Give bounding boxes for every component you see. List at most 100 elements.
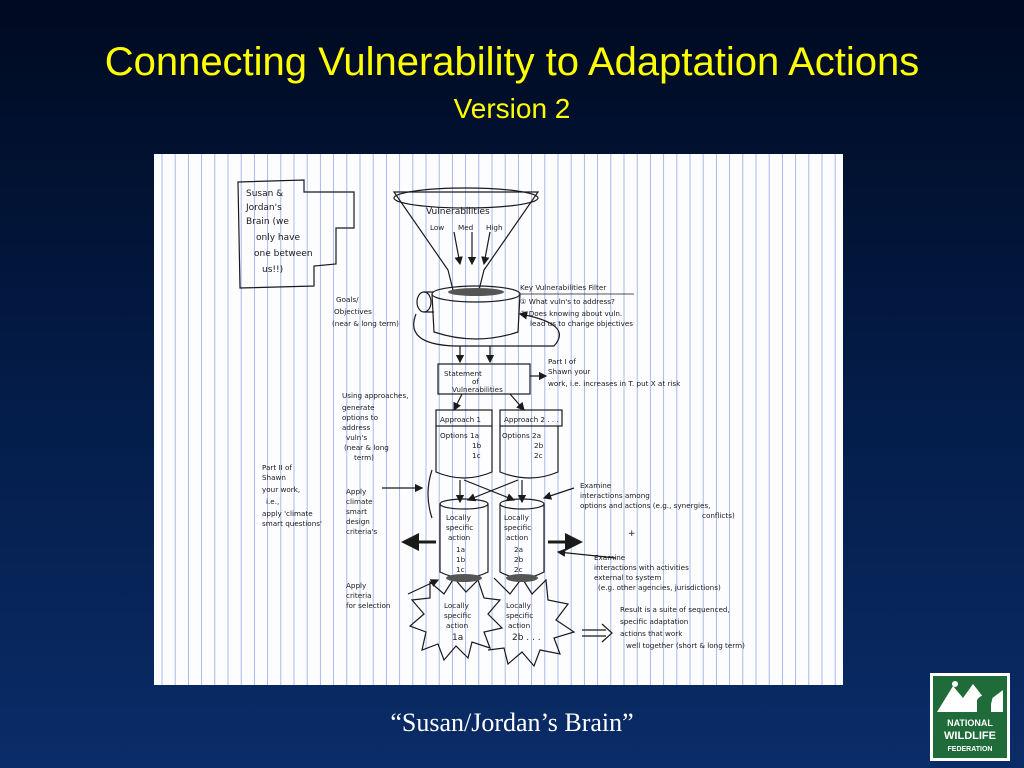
- slide-caption: “Susan/Jordan’s Brain”: [0, 708, 1024, 738]
- part2-line: your work,: [262, 485, 300, 494]
- apply-smart-line: climate: [346, 497, 373, 506]
- local1-line: specific: [446, 523, 473, 532]
- funnel-level-high: High: [486, 223, 503, 232]
- result-line: actions that work: [620, 629, 683, 638]
- deer-icon: [933, 676, 1007, 716]
- burst2-line: Locally: [506, 601, 532, 610]
- part1-line: Part I of: [548, 357, 576, 366]
- nwf-logo: NATIONAL WILDLIFE FEDERATION: [930, 673, 1010, 761]
- approach1-label: Approach 1: [440, 415, 481, 424]
- plus-sign: +: [628, 529, 636, 539]
- examine-ext-line: interactions with activities: [594, 563, 689, 572]
- examine-external-text: Examine interactions with activities ext…: [594, 553, 721, 592]
- options1-line: 1b: [472, 441, 482, 450]
- apply-criteria-line: for selection: [346, 601, 390, 610]
- logo-line-1: NATIONAL: [933, 719, 1007, 728]
- part2-line: smart questions': [262, 519, 322, 528]
- local2-line: 2b: [514, 555, 524, 564]
- burst2-line: action: [508, 621, 530, 630]
- local1-line: 1c: [456, 565, 465, 574]
- local1-line: Locally: [446, 513, 472, 522]
- examine-interactions-text: Examine interactions among options and a…: [580, 481, 735, 520]
- part1-line: work, i.e. increases in T. put X at risk: [548, 379, 681, 388]
- examine-ext-line: external to system: [594, 573, 661, 582]
- examine-int-line: options and actions (e.g., synergies,: [580, 501, 710, 510]
- local1-text: Locally specific action 1a 1b 1c: [446, 513, 473, 574]
- nwf-logo-badge: NATIONAL WILDLIFE FEDERATION: [933, 676, 1007, 758]
- part2-line: Shawn: [262, 473, 286, 482]
- note-line: Brain (we: [246, 217, 289, 227]
- goals-pipe: [417, 292, 431, 312]
- approach2-label: Approach 2 . . . .: [504, 415, 563, 424]
- examine-ext-line: (e.g. other agencies, jurisdictions): [598, 583, 721, 592]
- local1-line: 1b: [456, 555, 466, 564]
- burst1-line: 1a: [452, 633, 463, 643]
- filter-q1: ① What vuln's to address?: [520, 297, 615, 306]
- using-line: options to: [342, 413, 378, 422]
- burst2-line: 2b . . .: [512, 633, 541, 643]
- result-text: Result is a suite of sequenced, specific…: [620, 605, 745, 650]
- apply-criteria-line: Apply: [346, 581, 367, 590]
- funnel-level-med: Med: [458, 223, 473, 232]
- note-line: Jordan's: [245, 203, 282, 213]
- logo-line-3: FEDERATION: [933, 746, 1007, 753]
- local2-line: Locally: [504, 513, 530, 522]
- using-approaches-text: Using approaches, generate options to ad…: [342, 391, 409, 462]
- part2-text: Part II of Shawn your work, i.e., apply …: [262, 463, 322, 528]
- filter-q2: ② Does knowing about vuln.: [520, 309, 622, 318]
- burst1-line: Locally: [444, 601, 470, 610]
- apply-smart-line: Apply: [346, 487, 367, 496]
- using-line: generate: [342, 403, 375, 412]
- goals-line: Goals/: [336, 295, 359, 304]
- note-text: Susan & Jordan's Brain (we only have one…: [245, 189, 313, 275]
- note-line: us!!): [262, 265, 283, 275]
- using-line: vuln's: [346, 433, 367, 442]
- filter-q2b: lead us to change objectives: [530, 319, 633, 328]
- local1-line: action: [448, 533, 470, 542]
- apply-smart-line: smart: [346, 507, 367, 516]
- burst1-line: specific: [444, 611, 471, 620]
- apply-smart-line: criteria's: [346, 527, 377, 536]
- apply-criteria-text: Apply criteria for selection: [346, 581, 390, 610]
- burst2: [488, 578, 574, 666]
- using-line: (near & long: [344, 443, 389, 452]
- slide-title: Connecting Vulnerability to Adaptation A…: [0, 38, 1024, 86]
- local2-line: action: [506, 533, 528, 542]
- brain-sketch-image: Susan & Jordan's Brain (we only have one…: [154, 154, 843, 685]
- options1-line: 1c: [472, 451, 481, 460]
- burst1-line: action: [446, 621, 468, 630]
- options2-line: 2b: [534, 441, 544, 450]
- burst2-line: specific: [506, 611, 533, 620]
- statement-line: Vulnerabilities: [452, 385, 503, 394]
- using-line: term): [354, 453, 374, 462]
- filter-screen: [448, 288, 504, 296]
- local2-line: specific: [504, 523, 531, 532]
- note-line: one between: [254, 249, 313, 259]
- filter-title: Key Vulnerabilities Filter: [520, 283, 606, 292]
- filter-body: [432, 294, 520, 339]
- part2-line: i.e.,: [266, 497, 279, 506]
- note-line: only have: [256, 233, 300, 243]
- using-line: address: [342, 423, 370, 432]
- burst2-text: Locally specific action 2b . . .: [506, 601, 541, 643]
- goals-line: Objectives: [334, 307, 372, 316]
- options2-line: Options 2a: [502, 431, 541, 440]
- funnel-title: Vulnerabilities: [426, 207, 490, 217]
- result-line: specific adaptation: [620, 617, 688, 626]
- using-line: Using approaches,: [342, 391, 409, 400]
- part1-line: Shawn your: [548, 367, 590, 376]
- options1-line: Options 1a: [440, 431, 479, 440]
- local2-line: 2c: [514, 565, 523, 574]
- apply-smart-line: design: [346, 517, 370, 526]
- goals-line: (near & long term): [332, 319, 399, 328]
- examine-int-line: conflicts): [702, 511, 735, 520]
- note-line: Susan &: [246, 189, 283, 199]
- sketch-drawing: Susan & Jordan's Brain (we only have one…: [154, 154, 843, 685]
- burst1-text: Locally specific action 1a: [444, 601, 471, 643]
- logo-line-2: WILDLIFE: [933, 731, 1007, 742]
- examine-int-line: interactions among: [580, 491, 650, 500]
- result-line: well together (short & long term): [626, 641, 745, 650]
- local1-line: 1a: [456, 545, 465, 554]
- local2-text: Locally specific action 2a 2b 2c: [504, 513, 531, 574]
- examine-ext-line: Examine: [594, 553, 626, 562]
